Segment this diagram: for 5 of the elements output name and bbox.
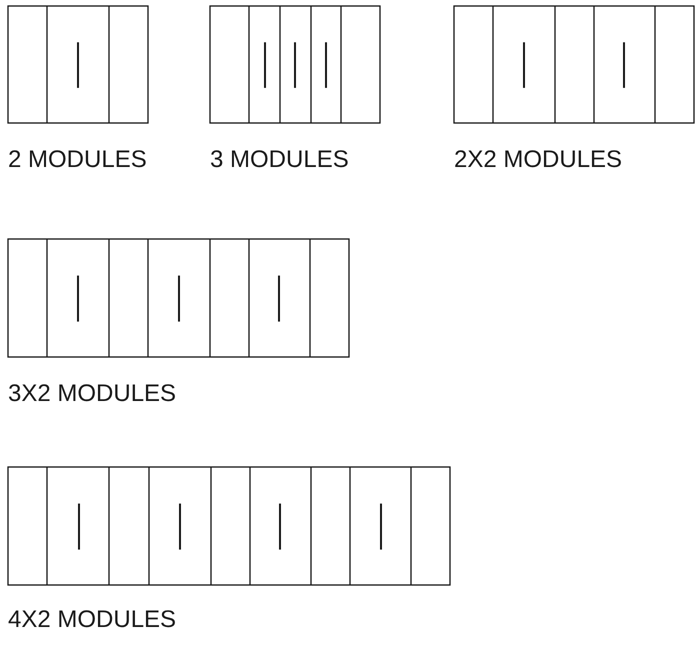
module-caption: 2X2 MODULES [454, 146, 622, 174]
module-caption: 3 MODULES [210, 146, 349, 174]
module-caption: 3X2 MODULES [8, 380, 176, 408]
module-caption: 2 MODULES [8, 146, 147, 174]
module-caption: 4X2 MODULES [8, 606, 176, 634]
